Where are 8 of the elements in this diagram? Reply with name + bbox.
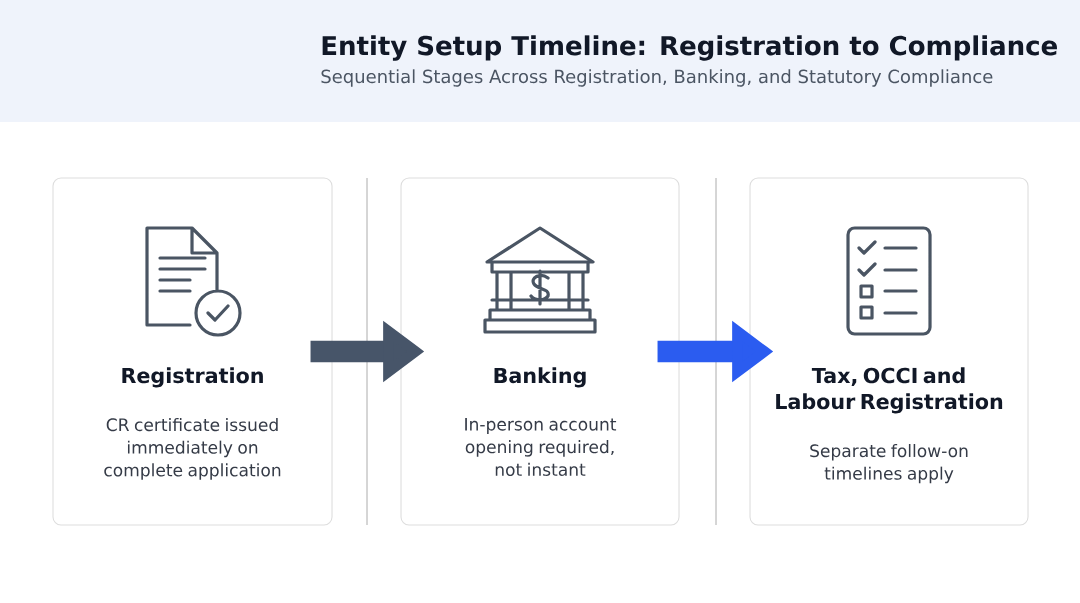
title: Entity Setup Timeline: Registration to Compliance (322, 35, 1057, 61)
card-title: Banking (494, 367, 586, 388)
subtitle: Sequential Stages Across Registration, Banking, and Statutory Compliance (321, 69, 993, 87)
card-description: In-person account opening required, not instant (465, 417, 617, 476)
card-title: Registration (122, 367, 263, 388)
card-title: Tax, OCCI and Labour Registration (776, 367, 1003, 414)
card-description: CR certificate issued immediately on complete application (104, 417, 281, 480)
card-description: Separate follow-on timelines apply (810, 443, 968, 484)
